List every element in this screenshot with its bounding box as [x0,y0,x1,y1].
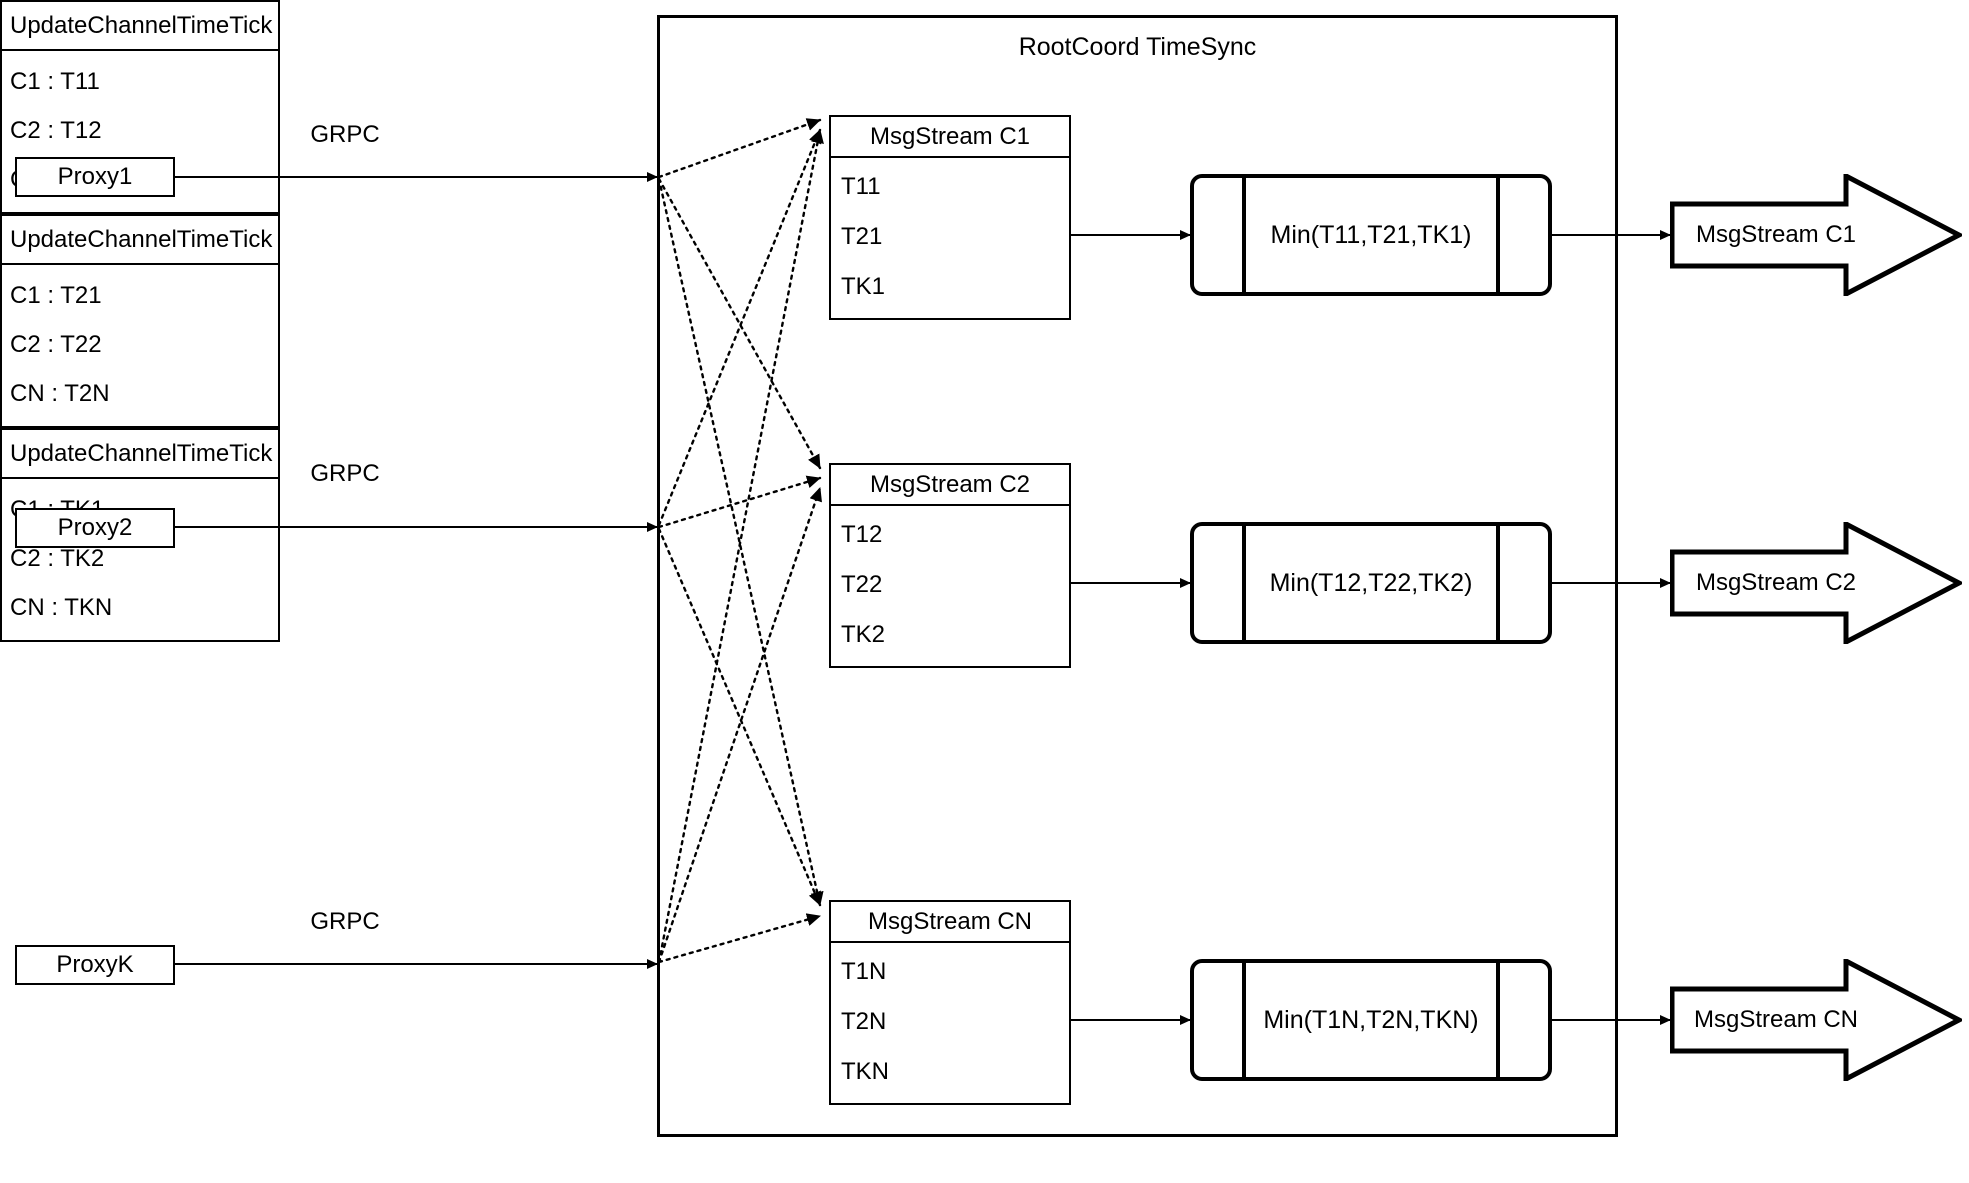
msgstream-tick: T21 [841,223,883,250]
msgstream-box-3: MsgStream CN T1N T2N TKN [829,900,1071,1105]
proxy-box-1[interactable]: Proxy1 [15,157,175,197]
reducer-box-1: Min(T11,T21,TK1) [1190,174,1552,296]
reducer-divider-right [1496,174,1500,296]
msgstream-box-1: MsgStream C1 T11 T21 TK1 [829,115,1071,320]
output-label-2: MsgStream C2 [1695,569,1857,596]
reducer-divider-right [1496,522,1500,644]
reducer-divider-left [1242,522,1246,644]
rootcoord-timesync-title: RootCoord TimeSync [1018,33,1257,61]
uctt-entry: CN : TKN [10,593,113,621]
msgstream-title-1: MsgStream C1 [831,117,1069,158]
msgstream-tick: T12 [841,521,883,548]
reducer-box-3: Min(T1N,T2N,TKN) [1190,959,1552,1081]
output-arrow-2: MsgStream C2 [1670,522,1962,644]
output-label-3: MsgStream CN [1693,1006,1859,1033]
msgstream-ticks-1: T11 T21 TK1 [831,158,1069,318]
proxy-label-2: Proxy2 [57,514,133,541]
uctt-entry: C2 : T12 [10,116,102,144]
reducer-divider-right [1496,959,1500,1081]
uctt-title-2: UpdateChannelTimeTick [2,216,278,265]
msgstream-tick: T2N [841,1008,887,1035]
msgstream-tick: TKN [841,1058,889,1085]
reducer-label-1: Min(T11,T21,TK1) [1270,220,1472,249]
reducer-label-2: Min(T12,T22,TK2) [1269,568,1473,597]
uctt-title-1: UpdateChannelTimeTick [2,2,278,51]
output-arrow-1: MsgStream C1 [1670,174,1962,296]
grpc-label-1: GRPC [310,121,380,148]
uctt-entry: C1 : T21 [10,281,102,309]
msgstream-tick: T11 [841,173,881,200]
proxy-box-2[interactable]: Proxy2 [15,508,175,548]
reducer-divider-left [1242,174,1246,296]
uctt-entry: CN : T2N [10,379,110,407]
block-arrow-shape-icon [1670,174,1962,296]
msgstream-tick: T1N [841,958,887,985]
msgstream-tick: T22 [841,571,883,598]
msgstream-ticks-2: T12 T22 TK2 [831,506,1069,666]
uctt-entry: C2 : TK2 [10,544,105,572]
rootcoord-timesync-container [657,15,1618,1137]
msgstream-ticks-3: T1N T2N TKN [831,943,1069,1103]
msgstream-tick: TK2 [841,621,886,648]
uctt-entries-2: C1 : T21 C2 : T22 CN : T2N [2,265,278,426]
reducer-label-3: Min(T1N,T2N,TKN) [1263,1005,1479,1034]
msgstream-title-2: MsgStream C2 [831,465,1069,506]
output-label-1: MsgStream C1 [1695,221,1857,248]
msgstream-box-2: MsgStream C2 T12 T22 TK2 [829,463,1071,668]
grpc-label-3: GRPC [310,908,380,935]
update-channel-timetick-box-2: UpdateChannelTimeTick C1 : T21 C2 : T22 … [0,214,280,428]
reducer-divider-left [1242,959,1246,1081]
proxy-label-3: ProxyK [56,951,134,978]
block-arrow-shape-icon [1670,522,1962,644]
grpc-label-2: GRPC [310,460,380,487]
proxy-box-3[interactable]: ProxyK [15,945,175,985]
msgstream-tick: TK1 [841,273,886,300]
reducer-box-2: Min(T12,T22,TK2) [1190,522,1552,644]
output-arrow-3: MsgStream CN [1670,959,1962,1081]
uctt-entry: C1 : T11 [10,67,100,95]
uctt-entries-3: C1 : TK1 C2 : TK2 CN : TKN [2,479,278,640]
uctt-entry: C2 : T22 [10,330,102,358]
proxy-label-1: Proxy1 [57,163,133,190]
block-arrow-shape-icon [1670,959,1962,1081]
uctt-title-3: UpdateChannelTimeTick [2,430,278,479]
msgstream-title-3: MsgStream CN [831,902,1069,943]
